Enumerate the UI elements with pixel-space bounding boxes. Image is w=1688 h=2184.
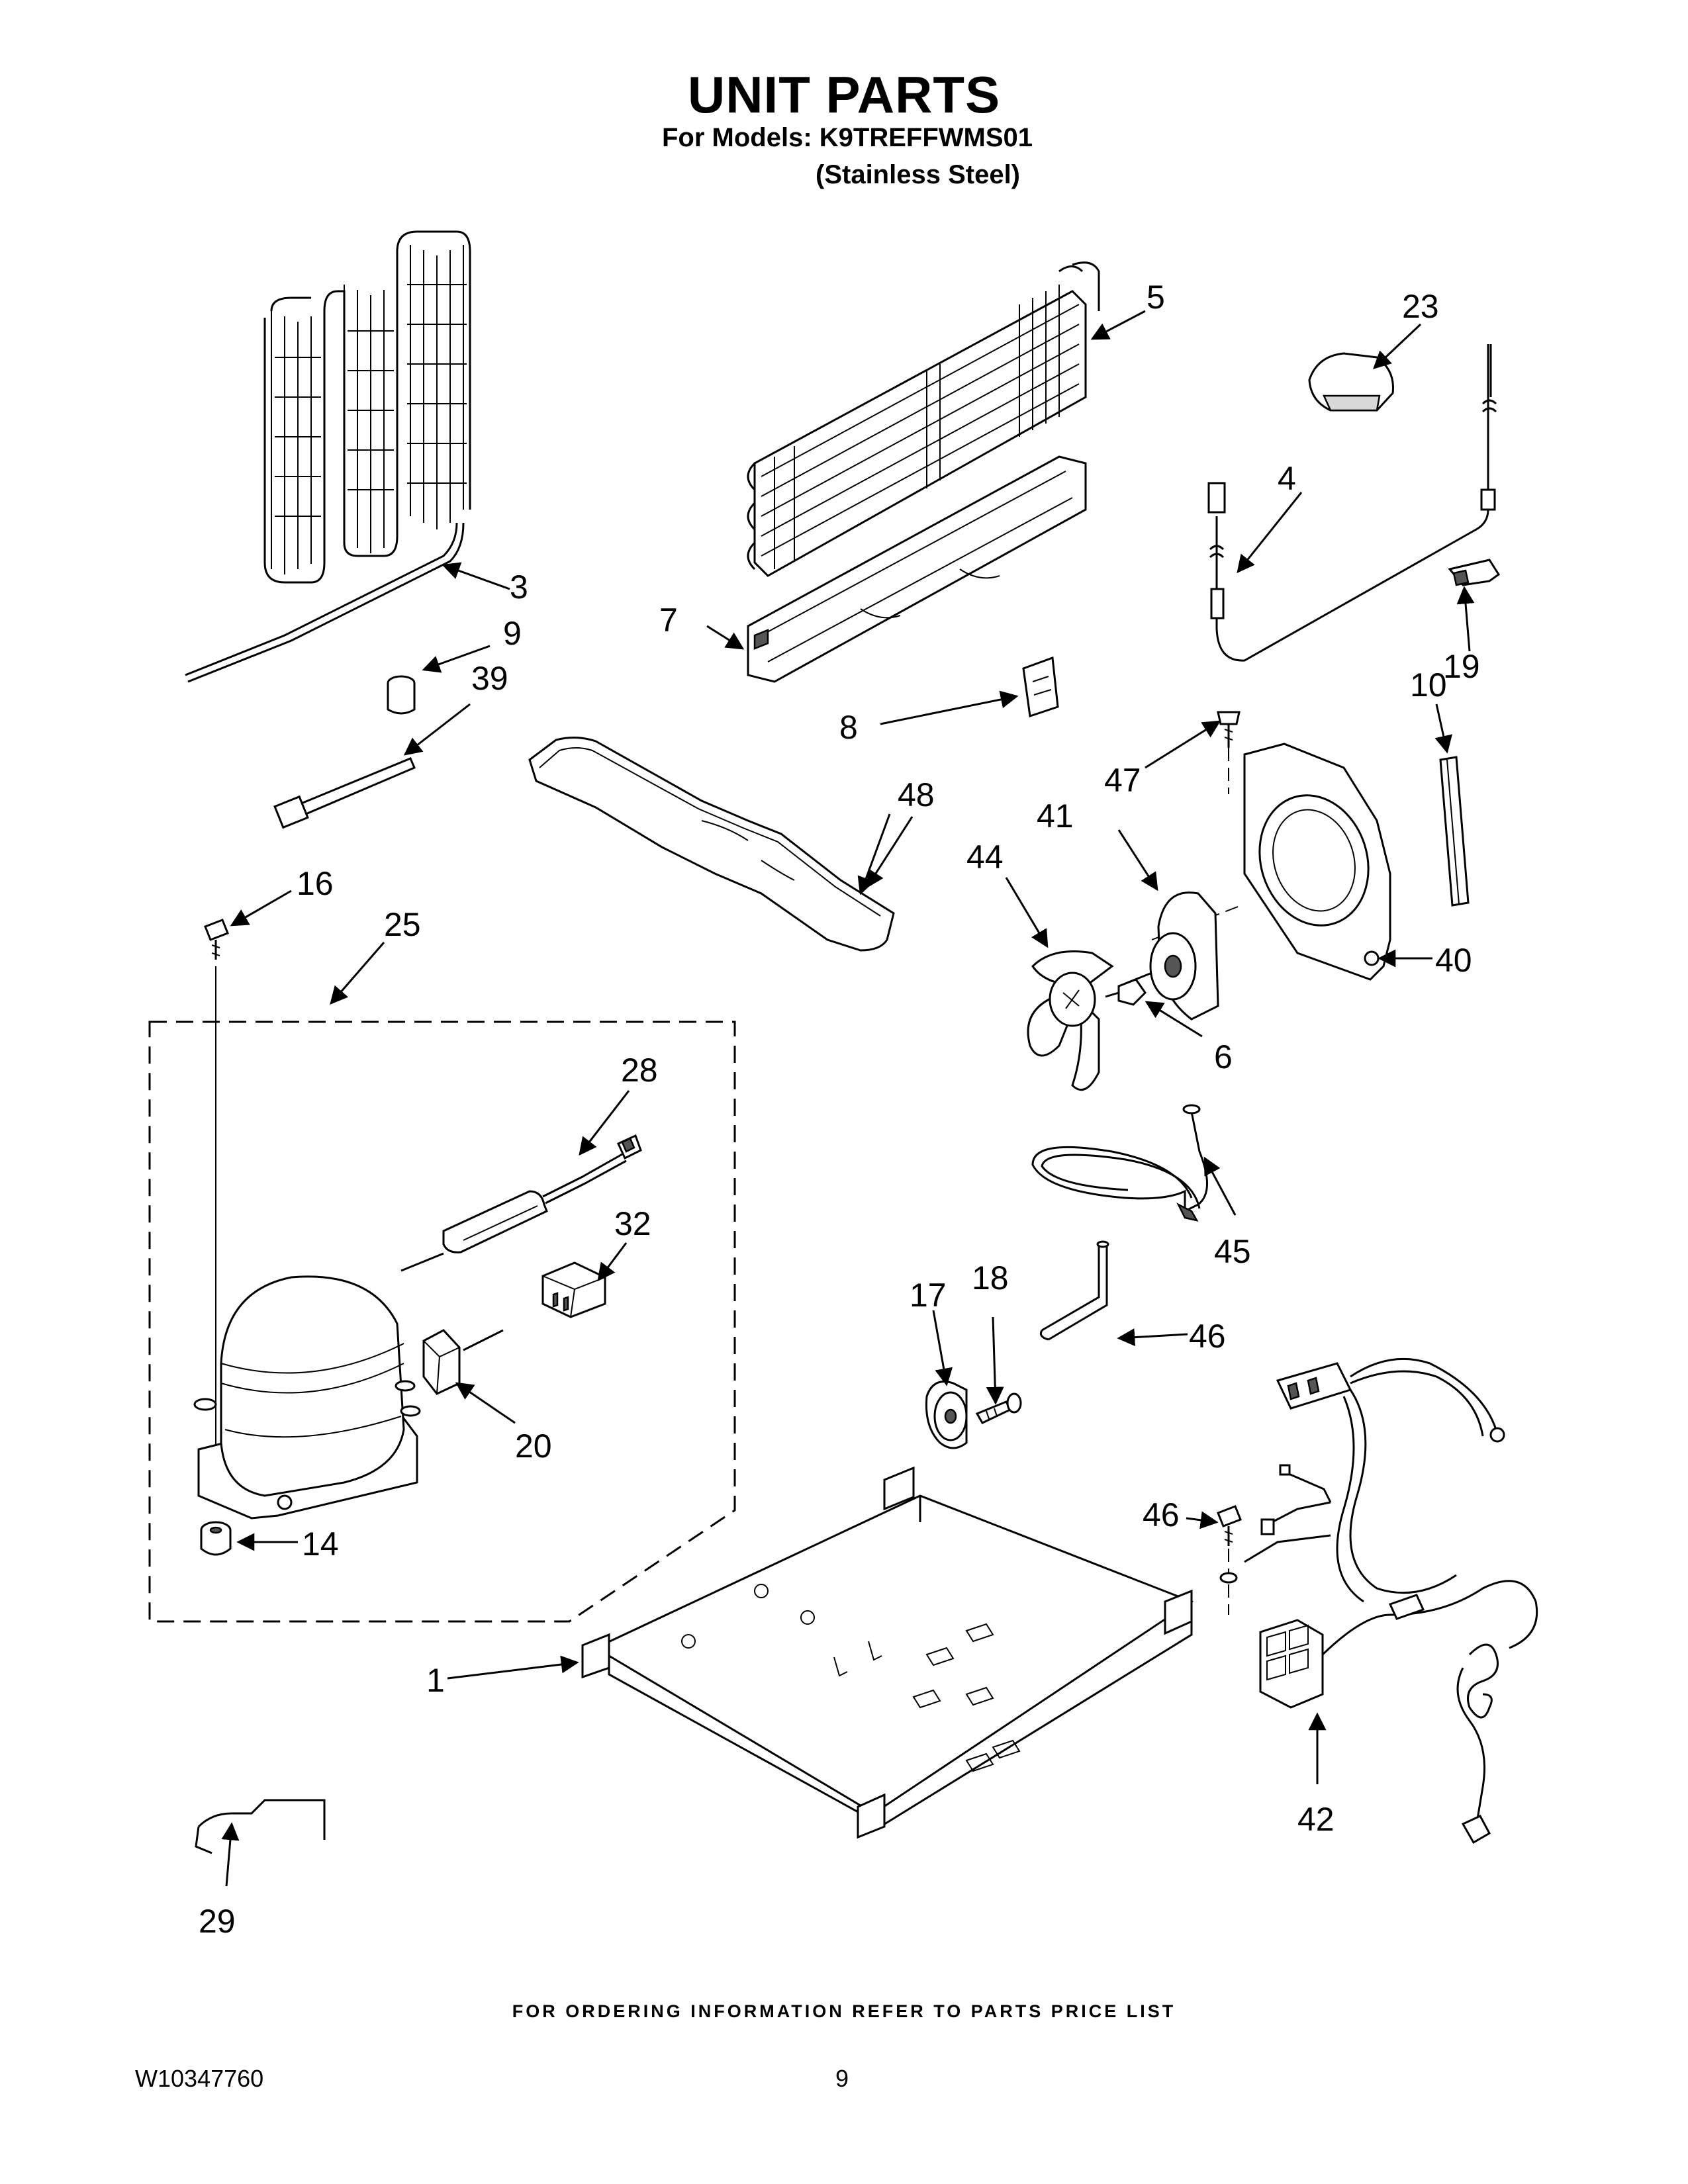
callout-4: 4 <box>1278 460 1296 497</box>
callout-17: 17 <box>910 1277 947 1314</box>
clip-8 <box>1022 656 1059 717</box>
callout-5: 5 <box>1147 279 1165 316</box>
callout-20: 20 <box>515 1428 552 1465</box>
base-platform <box>581 1466 1194 1839</box>
callout-46: 46 <box>1143 1496 1180 1533</box>
callout-40: 41 <box>1037 797 1074 835</box>
ordering-note: FOR ORDERING INFORMATION REFER TO PARTS … <box>512 2001 1176 2021</box>
fan-motor <box>1125 891 1219 1021</box>
callout-39: 40 <box>1435 942 1472 979</box>
compressor <box>193 1275 421 1520</box>
filter-drier <box>400 1134 642 1272</box>
callout-23: 23 <box>1402 288 1439 325</box>
wiring-harness <box>1244 1357 1538 1844</box>
evaporator-tray <box>747 455 1087 683</box>
drain-tube <box>1031 1104 1208 1222</box>
screw-46 <box>1217 1505 1242 1615</box>
callout-28: 25 <box>384 906 421 943</box>
compressor-kit-boundary <box>148 1021 736 1623</box>
callout-48: 48 <box>898 776 935 813</box>
callout-44: 45 <box>1214 1233 1251 1270</box>
callout-45: 46 <box>1189 1318 1226 1355</box>
callout-3: 3 <box>510 569 528 606</box>
callout-10: 10 <box>1410 666 1447 704</box>
callout-7: 7 <box>659 602 678 639</box>
nut-6 <box>1105 978 1147 1006</box>
fan-shroud <box>1151 743 1391 981</box>
callout-30: 39 <box>471 660 508 697</box>
screw-47 <box>1217 711 1241 794</box>
condenser-coil <box>185 230 471 683</box>
wire-bracket <box>195 1799 326 1854</box>
callout-1: 1 <box>426 1662 445 1699</box>
callout-32: 32 <box>614 1205 651 1242</box>
evaporator-coil <box>747 261 1100 577</box>
clip-19 <box>1448 559 1501 586</box>
drain-pan <box>528 737 895 952</box>
grommet-17 <box>925 1381 968 1449</box>
callout-9: 9 <box>503 615 522 652</box>
pad-23 <box>1308 352 1394 412</box>
model-number: For Models: K9TREFFWMS01 <box>662 123 1033 152</box>
page-title: UNIT PARTS <box>687 66 1001 124</box>
screw-16 <box>204 919 229 960</box>
callout-25: 29 <box>199 1903 236 1940</box>
fan-blade <box>1027 950 1114 1091</box>
leader-lines <box>221 310 1475 1887</box>
callout-8: 8 <box>839 709 858 746</box>
callout-29: 28 <box>621 1052 658 1089</box>
callout-labels: 3 9 39 5 23 4 7 8 19 10 47 48 41 44 40 6… <box>199 279 1480 1940</box>
foam-strip <box>1439 756 1470 907</box>
callout-6: 6 <box>1214 1038 1233 1075</box>
process-tube <box>1039 1240 1109 1341</box>
screw-18 <box>975 1392 1022 1424</box>
callout-16: 16 <box>297 865 334 902</box>
callout-47: 47 <box>1104 762 1141 799</box>
overload-relay <box>541 1261 606 1318</box>
callout-42: 44 <box>966 839 1004 876</box>
callout-19: 19 <box>1443 648 1480 685</box>
callout-18: 18 <box>972 1259 1009 1297</box>
page-number: 9 <box>835 2065 849 2092</box>
thermistor-sensor <box>1207 344 1497 662</box>
document-number: W10347760 <box>135 2065 264 2092</box>
callout-41: 42 <box>1297 1801 1335 1838</box>
model-finish: (Stainless Steel) <box>816 160 1021 189</box>
start-device <box>422 1329 504 1395</box>
spacer-9 <box>387 675 416 715</box>
grommet-14 <box>200 1521 232 1556</box>
cable-tie <box>273 757 416 829</box>
callout-14: 14 <box>302 1525 339 1563</box>
